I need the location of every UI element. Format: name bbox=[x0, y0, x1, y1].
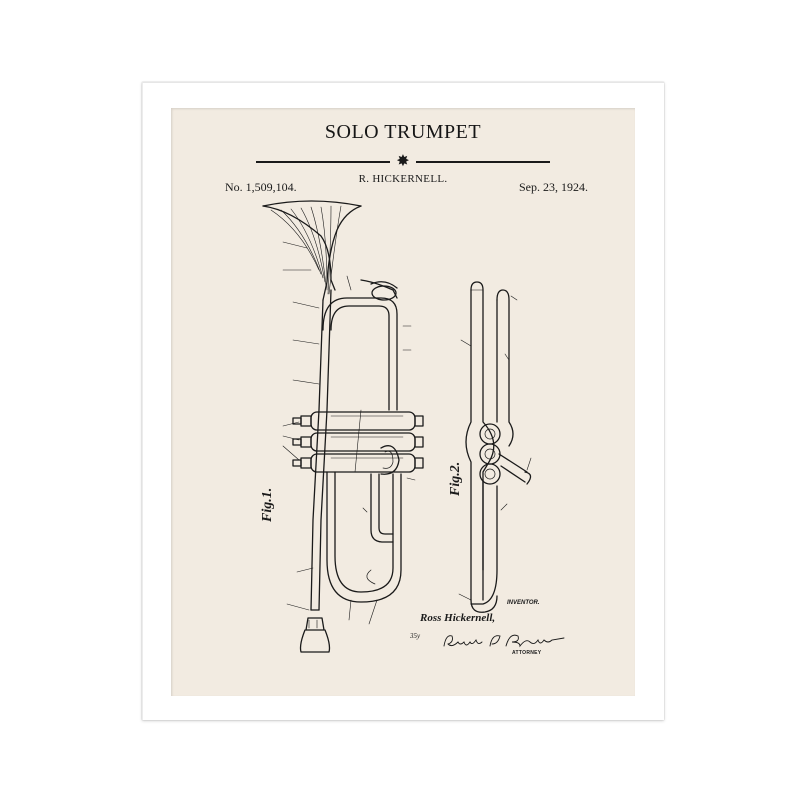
reference-code: 35y bbox=[410, 632, 421, 640]
fig1-leader-lines bbox=[282, 241, 416, 625]
poster-title: SOLO TRUMPET bbox=[324, 121, 482, 143]
inventor-header: R. HICKERNELL. bbox=[358, 173, 448, 185]
attorney-caption: ATTORNEY bbox=[512, 650, 542, 656]
trumpet-leadpipe bbox=[299, 289, 332, 653]
patent-date: Sep. 23, 1924. bbox=[519, 180, 588, 194]
tuning-slide bbox=[322, 279, 398, 411]
fig2-valve-section bbox=[465, 281, 532, 613]
title-rule-left bbox=[256, 161, 390, 163]
attorney-signature bbox=[443, 634, 565, 648]
fig2-leader-lines bbox=[458, 295, 532, 601]
poster-mat bbox=[171, 108, 635, 696]
inventor-caption: INVENTOR. bbox=[507, 600, 540, 606]
title-rule-right bbox=[416, 161, 550, 163]
trumpet-bell bbox=[262, 200, 362, 301]
patent-drawing: Fig.1. Fig.2. bbox=[260, 200, 532, 653]
inventor-name: Ross Hickernell, bbox=[420, 612, 496, 624]
patent-number: No. 1,509,104. bbox=[225, 180, 297, 194]
figure-2-label: Fig.2. bbox=[448, 462, 463, 497]
star-ornament-icon: ✸ bbox=[396, 153, 410, 170]
main-bow bbox=[326, 471, 402, 603]
valve-cluster bbox=[292, 411, 424, 475]
figure-1-label: Fig.1. bbox=[260, 488, 275, 523]
